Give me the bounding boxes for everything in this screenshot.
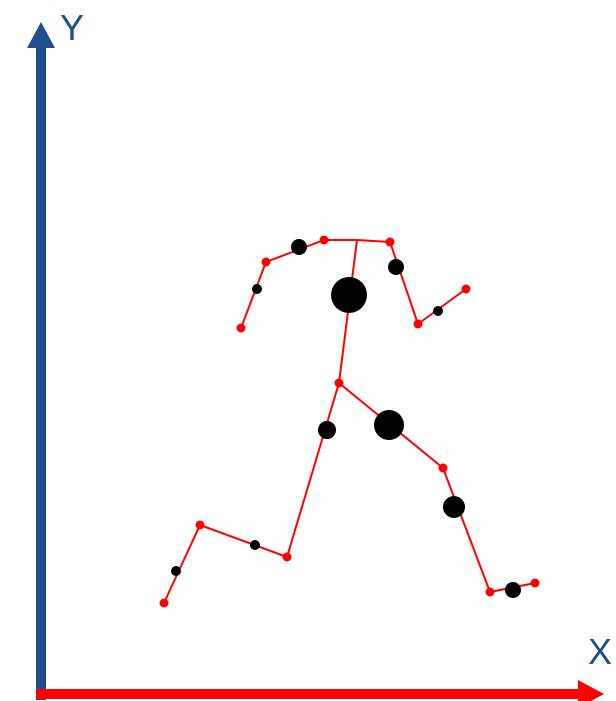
joint-kneeL bbox=[283, 553, 292, 562]
joint-kneeR bbox=[439, 464, 448, 473]
y-axis-line bbox=[36, 44, 46, 700]
bone-elbowR-wristR bbox=[418, 289, 466, 324]
bone-neck-shoulderR bbox=[357, 240, 390, 242]
y-axis-label: Y bbox=[60, 7, 84, 48]
shank-right-mass bbox=[443, 496, 465, 518]
joint-shoulderL bbox=[320, 236, 329, 245]
y-axis: Y bbox=[27, 7, 84, 700]
foot-right-mass bbox=[505, 582, 521, 598]
upper-arm-right-mass bbox=[388, 259, 404, 275]
joint-ankleR bbox=[486, 588, 495, 597]
joint-elbowR bbox=[414, 320, 423, 329]
thigh-left-mass bbox=[318, 421, 336, 439]
bone-ankleL-toeL bbox=[164, 525, 200, 603]
joint-wristR bbox=[462, 285, 471, 294]
bone-shoulderR-elbowR bbox=[390, 242, 418, 324]
joint-wristL bbox=[237, 324, 246, 333]
joint-hip bbox=[335, 379, 344, 388]
foot-left-mass bbox=[171, 566, 181, 576]
segment-masses bbox=[171, 239, 521, 598]
x-axis-line bbox=[36, 689, 586, 699]
shank-left-mass bbox=[250, 540, 260, 550]
forearm-right-mass bbox=[433, 306, 443, 316]
joint-toeL bbox=[160, 599, 169, 608]
bone-elbowL-wristL bbox=[241, 262, 266, 328]
trunk-mass bbox=[331, 277, 367, 313]
x-axis-label: X bbox=[588, 631, 612, 672]
bone-hip-kneeL bbox=[287, 383, 339, 557]
joint-elbowL bbox=[262, 258, 271, 267]
joint-ankleL bbox=[196, 521, 205, 530]
joint-shoulderR bbox=[386, 238, 395, 247]
y-axis-arrowhead bbox=[27, 22, 55, 48]
forearm-left-mass bbox=[252, 284, 262, 294]
x-axis: X bbox=[36, 631, 612, 701]
x-axis-arrowhead bbox=[578, 680, 604, 701]
upper-arm-left-mass bbox=[291, 239, 307, 255]
joint-toeR bbox=[531, 579, 540, 588]
bone-kneeL-ankleL bbox=[200, 525, 287, 557]
stick-figure bbox=[160, 236, 540, 608]
thigh-right-mass bbox=[374, 410, 404, 440]
bone-kneeR-ankleR bbox=[443, 468, 490, 592]
